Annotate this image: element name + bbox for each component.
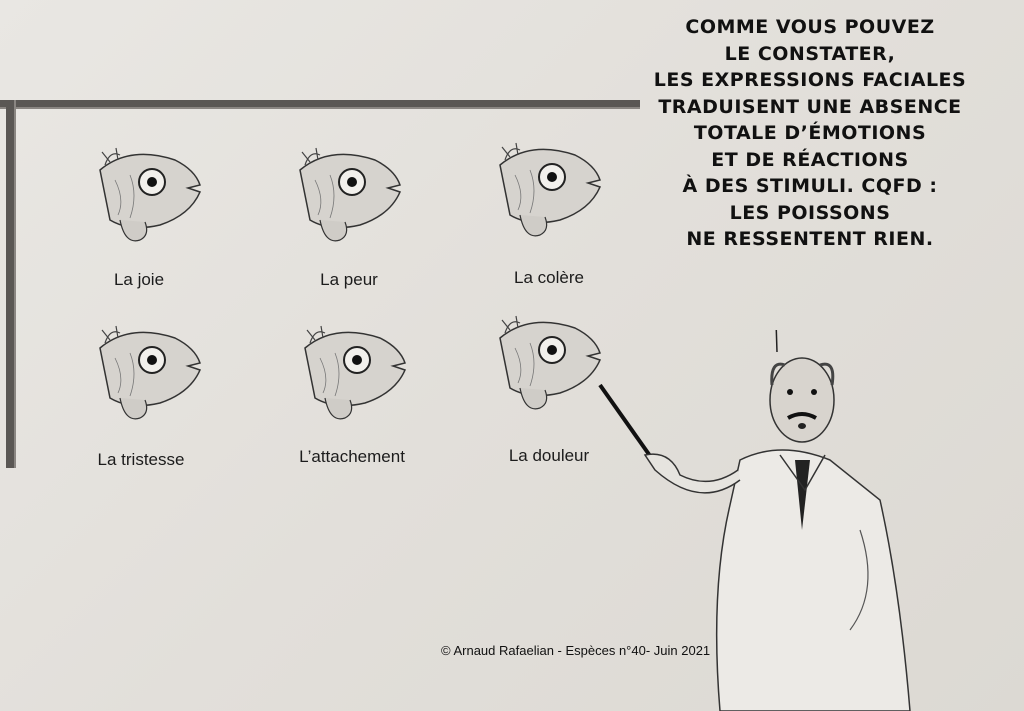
professor-illustration — [598, 330, 911, 711]
speech-line: TOTALE D’ÉMOTIONS — [693, 122, 927, 144]
lab-coat — [715, 449, 911, 711]
label-fear: La peur — [320, 270, 378, 289]
label-sadness: La tristesse — [97, 450, 185, 469]
copyright-credit: © Arnaud Rafaelian - Espèces n°40- Juin … — [441, 643, 711, 658]
speech-line: LES POISSONS — [729, 201, 891, 224]
speech-tail — [775, 330, 778, 353]
fish-fear — [299, 147, 401, 242]
mustache — [787, 412, 817, 420]
fish-sadness — [99, 325, 201, 420]
label-pain: La douleur — [508, 446, 590, 465]
speech-line: ET DE RÉACTIONS — [711, 148, 909, 171]
speech-line: NE RESSENTENT RIEN. — [686, 228, 934, 250]
label-attachment: L’attachement — [299, 447, 405, 466]
speech-line: COMME VOUS POUVEZ — [685, 16, 935, 38]
speech-line: TRADUISENT UNE ABSENCE — [658, 95, 962, 118]
label-anger: La colère — [514, 268, 584, 287]
board-frame-left — [6, 100, 16, 468]
speech-line: À DES STIMULI. CQFD : — [682, 175, 938, 197]
tie — [795, 460, 810, 530]
fish-joy — [99, 147, 201, 242]
label-joy: La joie — [113, 270, 165, 289]
fish-attachment — [304, 325, 406, 420]
speech-line: LES EXPRESSIONS FACIALES — [653, 69, 967, 91]
speech-line: LE CONSTATER, — [724, 42, 896, 65]
raised-arm — [643, 453, 741, 494]
board-frame-top — [0, 100, 640, 109]
professor-head — [769, 357, 835, 443]
fish-anger — [499, 142, 601, 237]
speech-bubble-text: COMME VOUS POUVEZ LE CONSTATER, LES EXPR… — [640, 14, 980, 253]
